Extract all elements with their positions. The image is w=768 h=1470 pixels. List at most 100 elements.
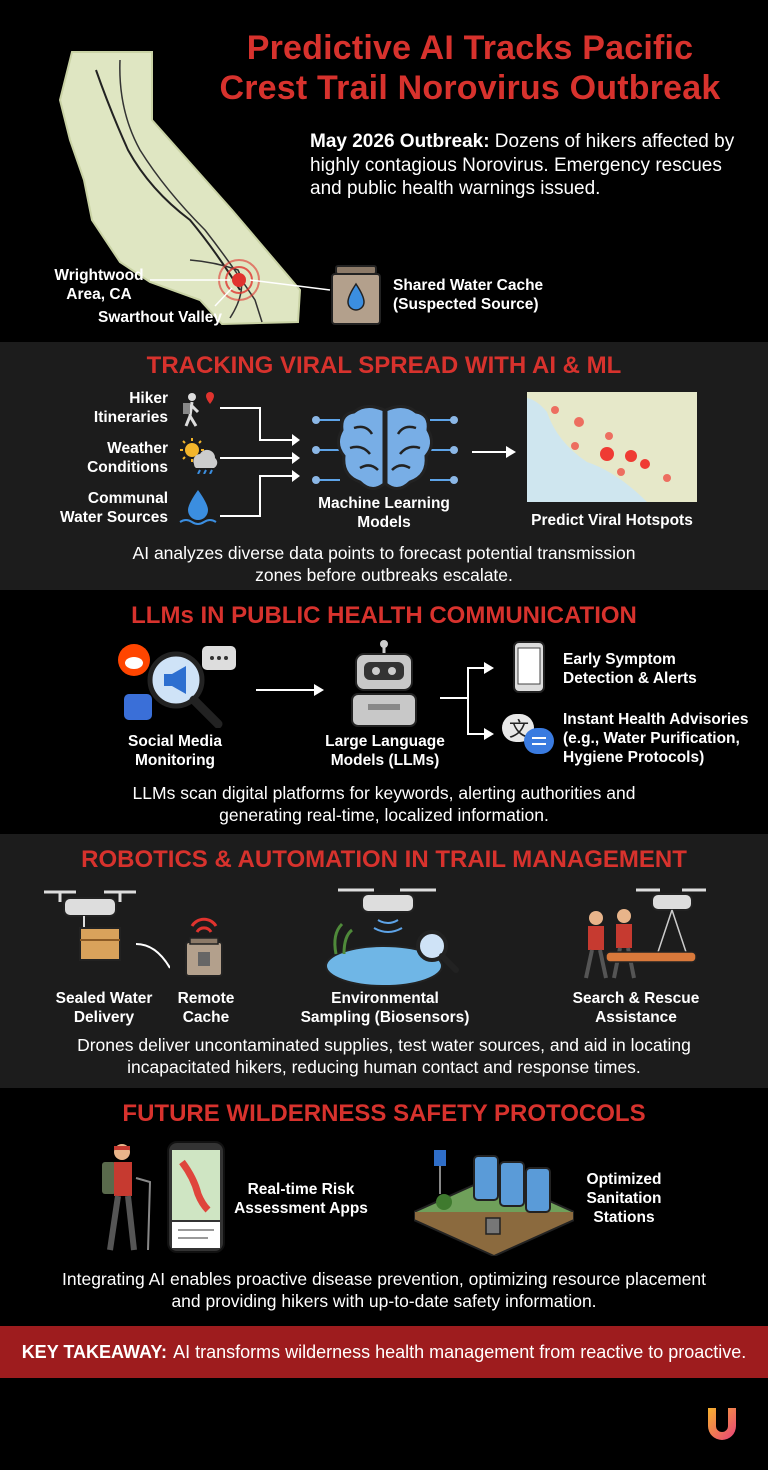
remote-cache-icon <box>185 917 223 977</box>
tracking-body-line2: zones before outbreaks escalate. <box>255 565 513 585</box>
tracking-body-line1: AI analyzes diverse data points to forec… <box>132 543 636 563</box>
social-line1: Social Media <box>128 733 222 750</box>
llm-title: LLMs IN PUBLIC HEALTH COMMUNICATION <box>131 602 637 629</box>
tracking-section: TRACKING VIRAL SPREAD WITH AI & ML Hiker… <box>0 342 768 590</box>
california-map <box>58 51 331 326</box>
hotspots-label: Predict Viral Hotspots <box>531 512 693 529</box>
future-body-line1: Integrating AI enables proactive disease… <box>62 1269 706 1289</box>
water-drop-icon <box>179 490 217 525</box>
item1-line1: Sealed Water <box>55 990 153 1007</box>
sealed-water-label: Sealed Water Delivery <box>40 989 168 1027</box>
future-body-line2: and providing hikers with up-to-date saf… <box>171 1291 597 1311</box>
llm-section: LLMs IN PUBLIC HEALTH COMMUNICATION Soci… <box>0 592 768 832</box>
llm-line2: Models (LLMs) <box>330 752 440 769</box>
water-cache-icon <box>331 265 381 325</box>
sanitation-label: Optimized Sanitation Stations <box>572 1170 676 1227</box>
remote-cache-label: Remote Cache <box>166 989 246 1027</box>
llm-body-line1: LLMs scan digital platforms for keywords… <box>132 783 636 803</box>
brand-logo-icon <box>708 1408 736 1440</box>
sanitation-station-icon <box>414 1150 574 1256</box>
robotics-body-line1: Drones deliver uncontaminated supplies, … <box>77 1035 691 1055</box>
social-line2: Monitoring <box>134 752 216 769</box>
item4-line2: Assistance <box>595 1009 677 1026</box>
svg-text:文: 文 <box>509 717 529 741</box>
input-water-sources: Communal Water Sources <box>40 489 168 527</box>
ml-line1: Machine Learning <box>318 495 450 512</box>
future-section: FUTURE WILDERNESS SAFETY PROTOCOLS Real-… <box>0 1090 768 1326</box>
out2-line2: (e.g., Water Purification, <box>563 730 740 747</box>
label-wrightwood-line1: Wrightwood <box>54 267 144 284</box>
robotics-title: ROBOTICS & AUTOMATION IN TRAIL MANAGEMEN… <box>81 846 687 873</box>
label-wrightwood-line2: Area, CA <box>66 286 132 303</box>
key-takeaway-banner: KEY TAKEAWAY: AI transforms wilderness h… <box>0 1326 768 1378</box>
input1-line1: Hiker <box>129 390 168 407</box>
hiker-with-app-icon <box>102 1141 225 1253</box>
robotics-section: ROBOTICS & AUTOMATION IN TRAIL MANAGEMEN… <box>0 834 768 1088</box>
out1-line2: Detection & Alerts <box>563 670 697 687</box>
san-line2: Sanitation <box>586 1190 662 1207</box>
intro-body: Dozens of hikers affected by highly cont… <box>310 131 735 199</box>
item2-line1: Remote <box>177 990 235 1007</box>
app-line2: Assessment Apps <box>234 1200 368 1217</box>
out2-line1: Instant Health Advisories <box>563 711 749 728</box>
sampling-drone-icon <box>325 888 459 987</box>
item1-line2: Delivery <box>73 1009 135 1026</box>
robotics-body: Drones deliver uncontaminated supplies, … <box>14 1034 754 1078</box>
item3-line2: Sampling (Biosensors) <box>300 1009 470 1026</box>
social-media-label: Social Media Monitoring <box>110 732 240 770</box>
hiker-icon <box>183 392 214 427</box>
brain-icon <box>312 405 458 490</box>
label-wrightwood: Wrightwood Area, CA <box>44 266 154 304</box>
label-cache: Shared Water Cache (Suspected Source) <box>393 276 543 314</box>
san-line1: Optimized <box>586 1171 662 1188</box>
label-cache-line1: Shared Water Cache <box>393 277 544 294</box>
intro-bold: May 2026 Outbreak: <box>310 131 490 152</box>
llm-label: Large Language Models (LLMs) <box>310 732 460 770</box>
hotspot-map <box>527 392 697 502</box>
tracking-title: TRACKING VIRAL SPREAD WITH AI & ML <box>146 352 622 379</box>
early-detection-label: Early Symptom Detection & Alerts <box>563 650 697 688</box>
delivery-drone-icon <box>44 890 170 969</box>
out1-line1: Early Symptom <box>563 651 676 668</box>
input2-line1: Weather <box>107 440 168 457</box>
input-connector <box>220 407 300 517</box>
title-line-2: Crest Trail Norovirus Outbreak <box>219 69 721 107</box>
search-rescue-label: Search & Rescue Assistance <box>560 989 712 1027</box>
intro-text: May 2026 Outbreak: Dozens of hikers affe… <box>310 130 750 201</box>
weather-icon <box>180 438 218 474</box>
robot-icon <box>351 640 417 727</box>
input-hiker-itineraries: Hiker Itineraries <box>60 389 168 427</box>
label-swarthout: Swarthout Valley <box>98 309 223 326</box>
future-body: Integrating AI enables proactive disease… <box>14 1268 754 1312</box>
robotics-body-line2: incapacitated hikers, reducing human con… <box>127 1057 641 1077</box>
arrow-to-hotspots <box>472 446 516 458</box>
item2-line2: Cache <box>182 1009 230 1026</box>
item4-line1: Search & Rescue <box>572 990 700 1007</box>
takeaway-text: AI transforms wilderness health manageme… <box>173 1341 747 1362</box>
llm-branch-connector <box>440 662 494 740</box>
health-advisories-label: Instant Health Advisories (e.g., Water P… <box>563 710 748 767</box>
phone-icon <box>513 641 545 693</box>
app-line1: Real-time Risk <box>247 1181 355 1198</box>
title-line-1: Predictive AI Tracks Pacific <box>246 29 694 67</box>
san-line3: Stations <box>593 1209 655 1226</box>
arrow-to-llm <box>256 684 324 696</box>
input-weather: Weather Conditions <box>60 439 168 477</box>
future-title: FUTURE WILDERNESS SAFETY PROTOCOLS <box>122 1100 646 1127</box>
social-media-icon <box>118 644 236 728</box>
header-section: Predictive AI Tracks Pacific Crest Trail… <box>0 0 768 340</box>
page-title: Predictive AI Tracks Pacific Crest Trail… <box>200 28 740 108</box>
item3-line1: Environmental <box>331 990 439 1007</box>
ml-line2: Models <box>357 514 411 531</box>
tracking-body: AI analyzes diverse data points to forec… <box>14 542 754 586</box>
llm-line1: Large Language <box>325 733 445 750</box>
input1-line2: Itineraries <box>93 409 168 426</box>
input3-line2: Water Sources <box>60 509 168 526</box>
input2-line2: Conditions <box>87 459 168 476</box>
takeaway-bold: KEY TAKEAWAY: <box>21 1341 168 1362</box>
llm-body: LLMs scan digital platforms for keywords… <box>14 782 754 826</box>
translate-icon: 文 <box>502 714 554 754</box>
ml-models-label: Machine Learning Models <box>298 494 470 532</box>
llm-body-line2: generating real-time, localized informat… <box>219 805 549 825</box>
label-cache-line2: (Suspected Source) <box>393 296 539 313</box>
